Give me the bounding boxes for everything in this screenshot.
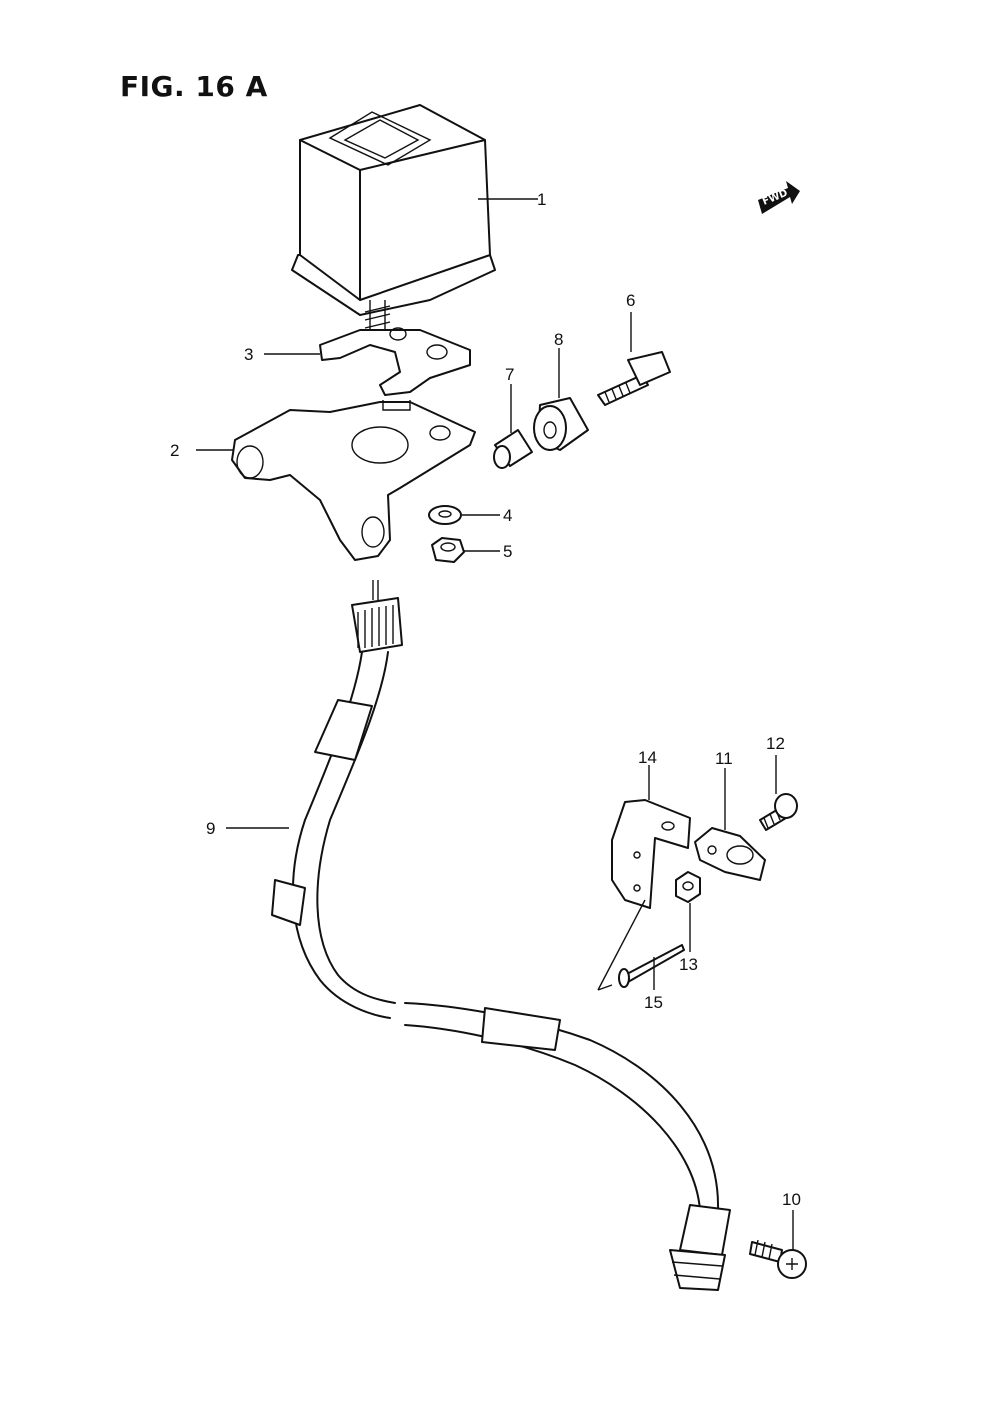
part-3-plate xyxy=(319,327,471,396)
leader-lines xyxy=(196,198,794,1250)
callout-10: 10 xyxy=(782,1190,801,1209)
part-9-cable xyxy=(271,580,731,1291)
callout-8: 8 xyxy=(554,330,563,349)
callout-15: 15 xyxy=(644,993,663,1012)
callout-14: 14 xyxy=(638,748,657,767)
callout-6: 6 xyxy=(626,291,635,310)
part-1-unit xyxy=(291,104,496,330)
callout-2: 2 xyxy=(170,441,179,460)
callout-11: 11 xyxy=(715,749,733,768)
callout-9: 9 xyxy=(206,819,215,838)
callout-4: 4 xyxy=(503,506,512,525)
part-8-grommet xyxy=(533,397,589,451)
part-11-clamp xyxy=(694,827,766,881)
part-6-bolt xyxy=(597,351,671,406)
callout-13: 13 xyxy=(679,955,698,974)
callout-7: 7 xyxy=(505,365,514,384)
part-10-screw xyxy=(749,1239,807,1279)
part-2-bracket xyxy=(231,400,476,561)
callout-5: 5 xyxy=(503,542,512,561)
figure-title: FIG. 16 A xyxy=(120,70,268,103)
callout-3: 3 xyxy=(244,345,253,364)
part-4-washer xyxy=(428,505,462,525)
part-7-sleeve xyxy=(493,429,533,469)
part-14-clamp-bracket xyxy=(611,799,691,909)
callout-12: 12 xyxy=(766,734,785,753)
part-13-nut xyxy=(675,871,701,903)
fwd-badge: FWD xyxy=(758,181,800,214)
part-5-nut xyxy=(431,537,465,563)
part-12-screw xyxy=(759,793,798,831)
part-15-rivet xyxy=(597,899,685,991)
forward-arrow-icon xyxy=(758,181,800,214)
callouts: 1 2 3 4 5 6 7 8 9 10 11 12 13 14 15 xyxy=(170,190,801,1209)
callout-1: 1 xyxy=(537,190,546,209)
